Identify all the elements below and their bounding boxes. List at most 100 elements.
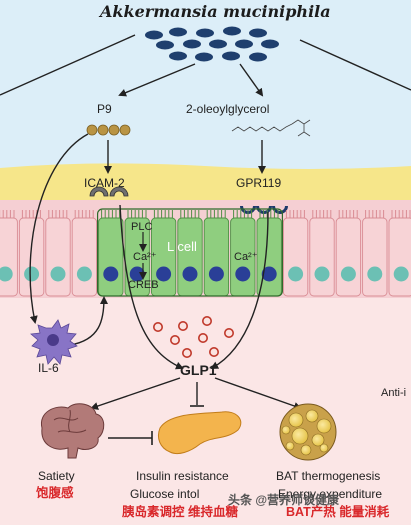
brain-icon: [40, 403, 105, 459]
granule: [170, 334, 181, 345]
lumen-background: [0, 0, 411, 172]
cell-nucleus: [261, 266, 277, 282]
cell-nucleus: [156, 266, 172, 282]
enterocyte: [335, 217, 362, 297]
icam2-receptor-icon: [89, 186, 129, 197]
diagram-title: Akkermansia muciniphila: [100, 2, 331, 21]
bacterium: [249, 52, 267, 62]
cell-nucleus: [367, 266, 383, 282]
pancreas-icon: [157, 411, 242, 455]
bacterium: [145, 30, 163, 40]
bacterium: [195, 52, 213, 62]
l-cell: [256, 217, 282, 297]
label-icam2: ICAM-2: [84, 176, 125, 190]
enterocyte: [309, 217, 335, 297]
label-glucose-intolerance: Glucose intol: [130, 487, 200, 501]
arrow-glp1-to-brain: [90, 377, 181, 410]
arrow-icam2-to-glp1: [119, 204, 184, 370]
granule: [178, 320, 189, 331]
granule: [209, 346, 220, 357]
label-calcium-right: Ca²⁺: [234, 251, 258, 263]
label-l-cell: L cell: [167, 239, 197, 254]
label-glp1: GLP1: [180, 362, 217, 378]
bacterium: [169, 51, 187, 61]
cell-nucleus: [76, 266, 92, 282]
label-p9: P9: [97, 102, 112, 116]
p9-dot: [97, 124, 109, 136]
cell-nucleus: [393, 266, 409, 282]
label-gpr119: GPR119: [236, 176, 282, 190]
label-plc: PLC: [131, 221, 153, 233]
il6-immune-cell-icon: [30, 319, 78, 365]
cell-nucleus: [288, 266, 304, 282]
bacteria-cluster: [145, 26, 279, 62]
arrow-gpr119-to-glp1: [210, 211, 269, 369]
cell-nucleus: [182, 266, 198, 282]
label-satiety-chinese: 饱腹感: [36, 486, 74, 500]
cell-nucleus: [24, 266, 40, 282]
label-il6: IL-6: [38, 361, 59, 375]
arrow-il6-to-lcell: [69, 296, 108, 346]
granule: [182, 347, 193, 358]
label-energy-expenditure: Energy expenditure: [278, 487, 383, 501]
cell-nucleus: [50, 266, 66, 282]
bacterium: [249, 28, 267, 38]
label-insulin-chinese: 胰岛素调控 维持血糖: [122, 505, 238, 519]
l-cell: [98, 217, 124, 297]
arrow-p9-to-il6: [29, 133, 89, 324]
lumen-line-right: [299, 39, 411, 91]
granule: [202, 315, 213, 326]
bacterium: [235, 39, 253, 49]
bacterium: [156, 40, 174, 50]
enterocyte: [18, 217, 45, 297]
enterocyte: [388, 217, 411, 297]
granule: [198, 332, 209, 343]
enterocyte: [362, 217, 388, 297]
arrow-glp1-to-bat: [214, 377, 302, 410]
bacterium: [261, 39, 279, 49]
cell-nucleus: [103, 266, 119, 282]
label-anti-truncated: Anti-i: [381, 387, 407, 399]
granule: [224, 327, 235, 338]
arrow-to-oleoyl: [239, 63, 264, 97]
label-oleoylglycerol: 2-oleoylglycerol: [186, 102, 270, 116]
glp1-granules: [153, 315, 235, 358]
label-creb: CREB: [128, 279, 159, 291]
cell-nucleus: [340, 266, 356, 282]
granule: [153, 321, 164, 332]
lumen-line-left: [0, 34, 136, 96]
enterocyte: [0, 217, 18, 297]
cell-nucleus: [0, 266, 13, 282]
arrow-to-p9: [118, 63, 196, 97]
label-bat-thermogenesis: BAT thermogenesis: [276, 469, 381, 483]
enterocyte: [282, 217, 309, 297]
bacterium: [209, 39, 227, 49]
bacterium: [183, 39, 201, 49]
brown-adipose-tissue-icon: [279, 403, 337, 461]
p9-protein-dots: [86, 124, 131, 136]
cell-nucleus: [314, 266, 330, 282]
cell-nucleus: [208, 266, 224, 282]
bacterium: [196, 28, 214, 38]
label-bat-chinese: BAT产热 能量消耗: [286, 505, 390, 519]
p9-dot: [119, 124, 131, 136]
oleoylglycerol-structure-icon: [231, 119, 311, 137]
cell-nucleus: [235, 266, 251, 282]
bacterium: [222, 51, 240, 61]
l-cell-region-outline: [96, 208, 284, 297]
bacterium: [223, 26, 241, 36]
label-calcium-left: Ca²⁺: [133, 251, 157, 263]
mucus-layer: [0, 163, 411, 200]
l-cell: [177, 217, 203, 297]
epithelial-cells: [0, 208, 411, 297]
p9-dot: [108, 124, 120, 136]
p9-dot: [86, 124, 98, 136]
label-satiety: Satiety: [38, 469, 75, 483]
watermark: 头条 @营养师谈健康: [228, 493, 340, 507]
enterocyte: [45, 217, 71, 297]
bacterium: [169, 27, 187, 37]
enterocyte: [71, 217, 98, 297]
l-cell: [203, 217, 230, 297]
